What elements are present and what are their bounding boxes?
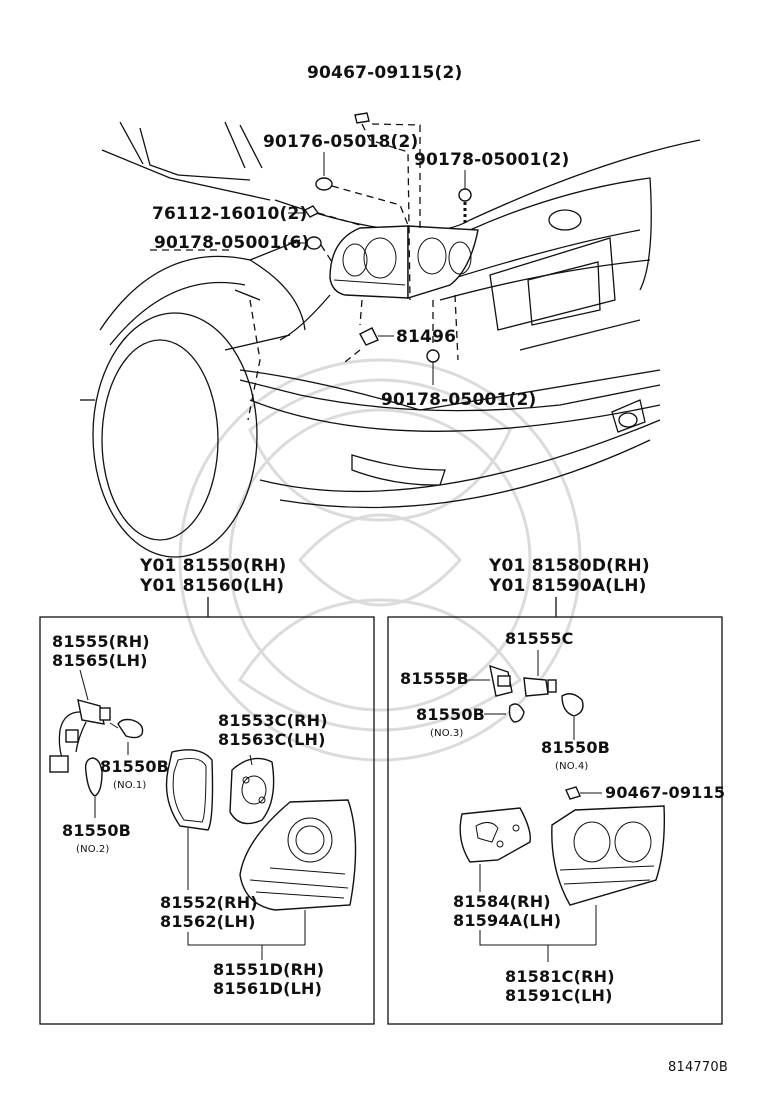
lens-left [239,799,357,945]
label-gasket-right-lh: 81594A(LH) [453,911,561,930]
label-lens-left-rh: 81551D(RH) [213,960,324,979]
label-cover-lh: 81563C(LH) [218,730,326,749]
label-bulb-no4: 81550B [541,738,610,757]
part-label-nut-left: 90178-05001(6) [154,233,310,253]
screw [565,786,602,800]
leader-left-bracket [187,932,305,946]
note-bulb-no2: (NO.2) [76,844,110,855]
bulb-no2 [84,757,103,818]
label-gasket-left-rh: 81552(RH) [160,893,258,912]
bulb-no3 [508,703,525,723]
assy-label-right-rh: Y01 81580D(RH) [488,556,650,576]
bulb-no1 [109,718,144,755]
label-lens-right-rh: 81581C(RH) [505,967,615,986]
gasket-left [165,749,214,890]
lens-right [551,805,665,945]
top-fasteners [288,112,472,385]
car-rear-illustration [80,121,701,558]
part-label-plug: 81496 [396,327,456,347]
note-bulb-no1: (NO.1) [113,780,147,791]
note-bulb-no4: (NO.4) [555,761,589,772]
label-gasket-right-rh: 81584(RH) [453,892,551,911]
socket-wire-assembly [49,699,111,773]
left-assy-frame [39,616,375,1025]
socket-c [523,677,557,697]
label-lens-left-lh: 81561D(LH) [213,979,322,998]
label-bulb-no1: 81550B [100,757,169,776]
right-assy-frame [387,616,723,1025]
assy-label-left-rh: Y01 81550(RH) [139,556,287,576]
label-socket-c: 81555C [505,629,574,648]
label-screw: 90467-09115 [605,783,725,802]
bulb-no4 [561,693,584,740]
label-bulb-no3: 81550B [416,705,485,724]
bulb-cover [229,754,275,825]
part-label-stud: 76112-16010(2) [152,204,308,224]
label-lens-right-lh: 81591C(LH) [505,986,613,1005]
part-label-nut-right: 90178-05001(2) [414,150,570,170]
label-cover-rh: 81553C(RH) [218,711,328,730]
label-socket-rh: 81555(RH) [52,632,150,651]
diagram-id: 814770B [668,1060,728,1075]
socket-b [489,664,513,697]
leader-right-bracket [479,930,596,946]
note-bulb-no3: (NO.3) [430,728,464,739]
assy-label-right-lh: Y01 81590A(LH) [488,576,647,596]
part-label-bolt-top: 90467-09115(2) [307,63,463,83]
assy-label-left-lh: Y01 81560(LH) [139,576,284,596]
part-label-nut-bottom: 90178-05001(2) [381,390,537,410]
label-socket-lh: 81565(LH) [52,651,148,670]
label-bulb-no2: 81550B [62,821,131,840]
label-socket-b: 81555B [400,669,469,688]
label-gasket-left-lh: 81562(LH) [160,912,256,931]
gasket-right [459,807,531,892]
part-label-clip: 90176-05018(2) [263,132,419,152]
